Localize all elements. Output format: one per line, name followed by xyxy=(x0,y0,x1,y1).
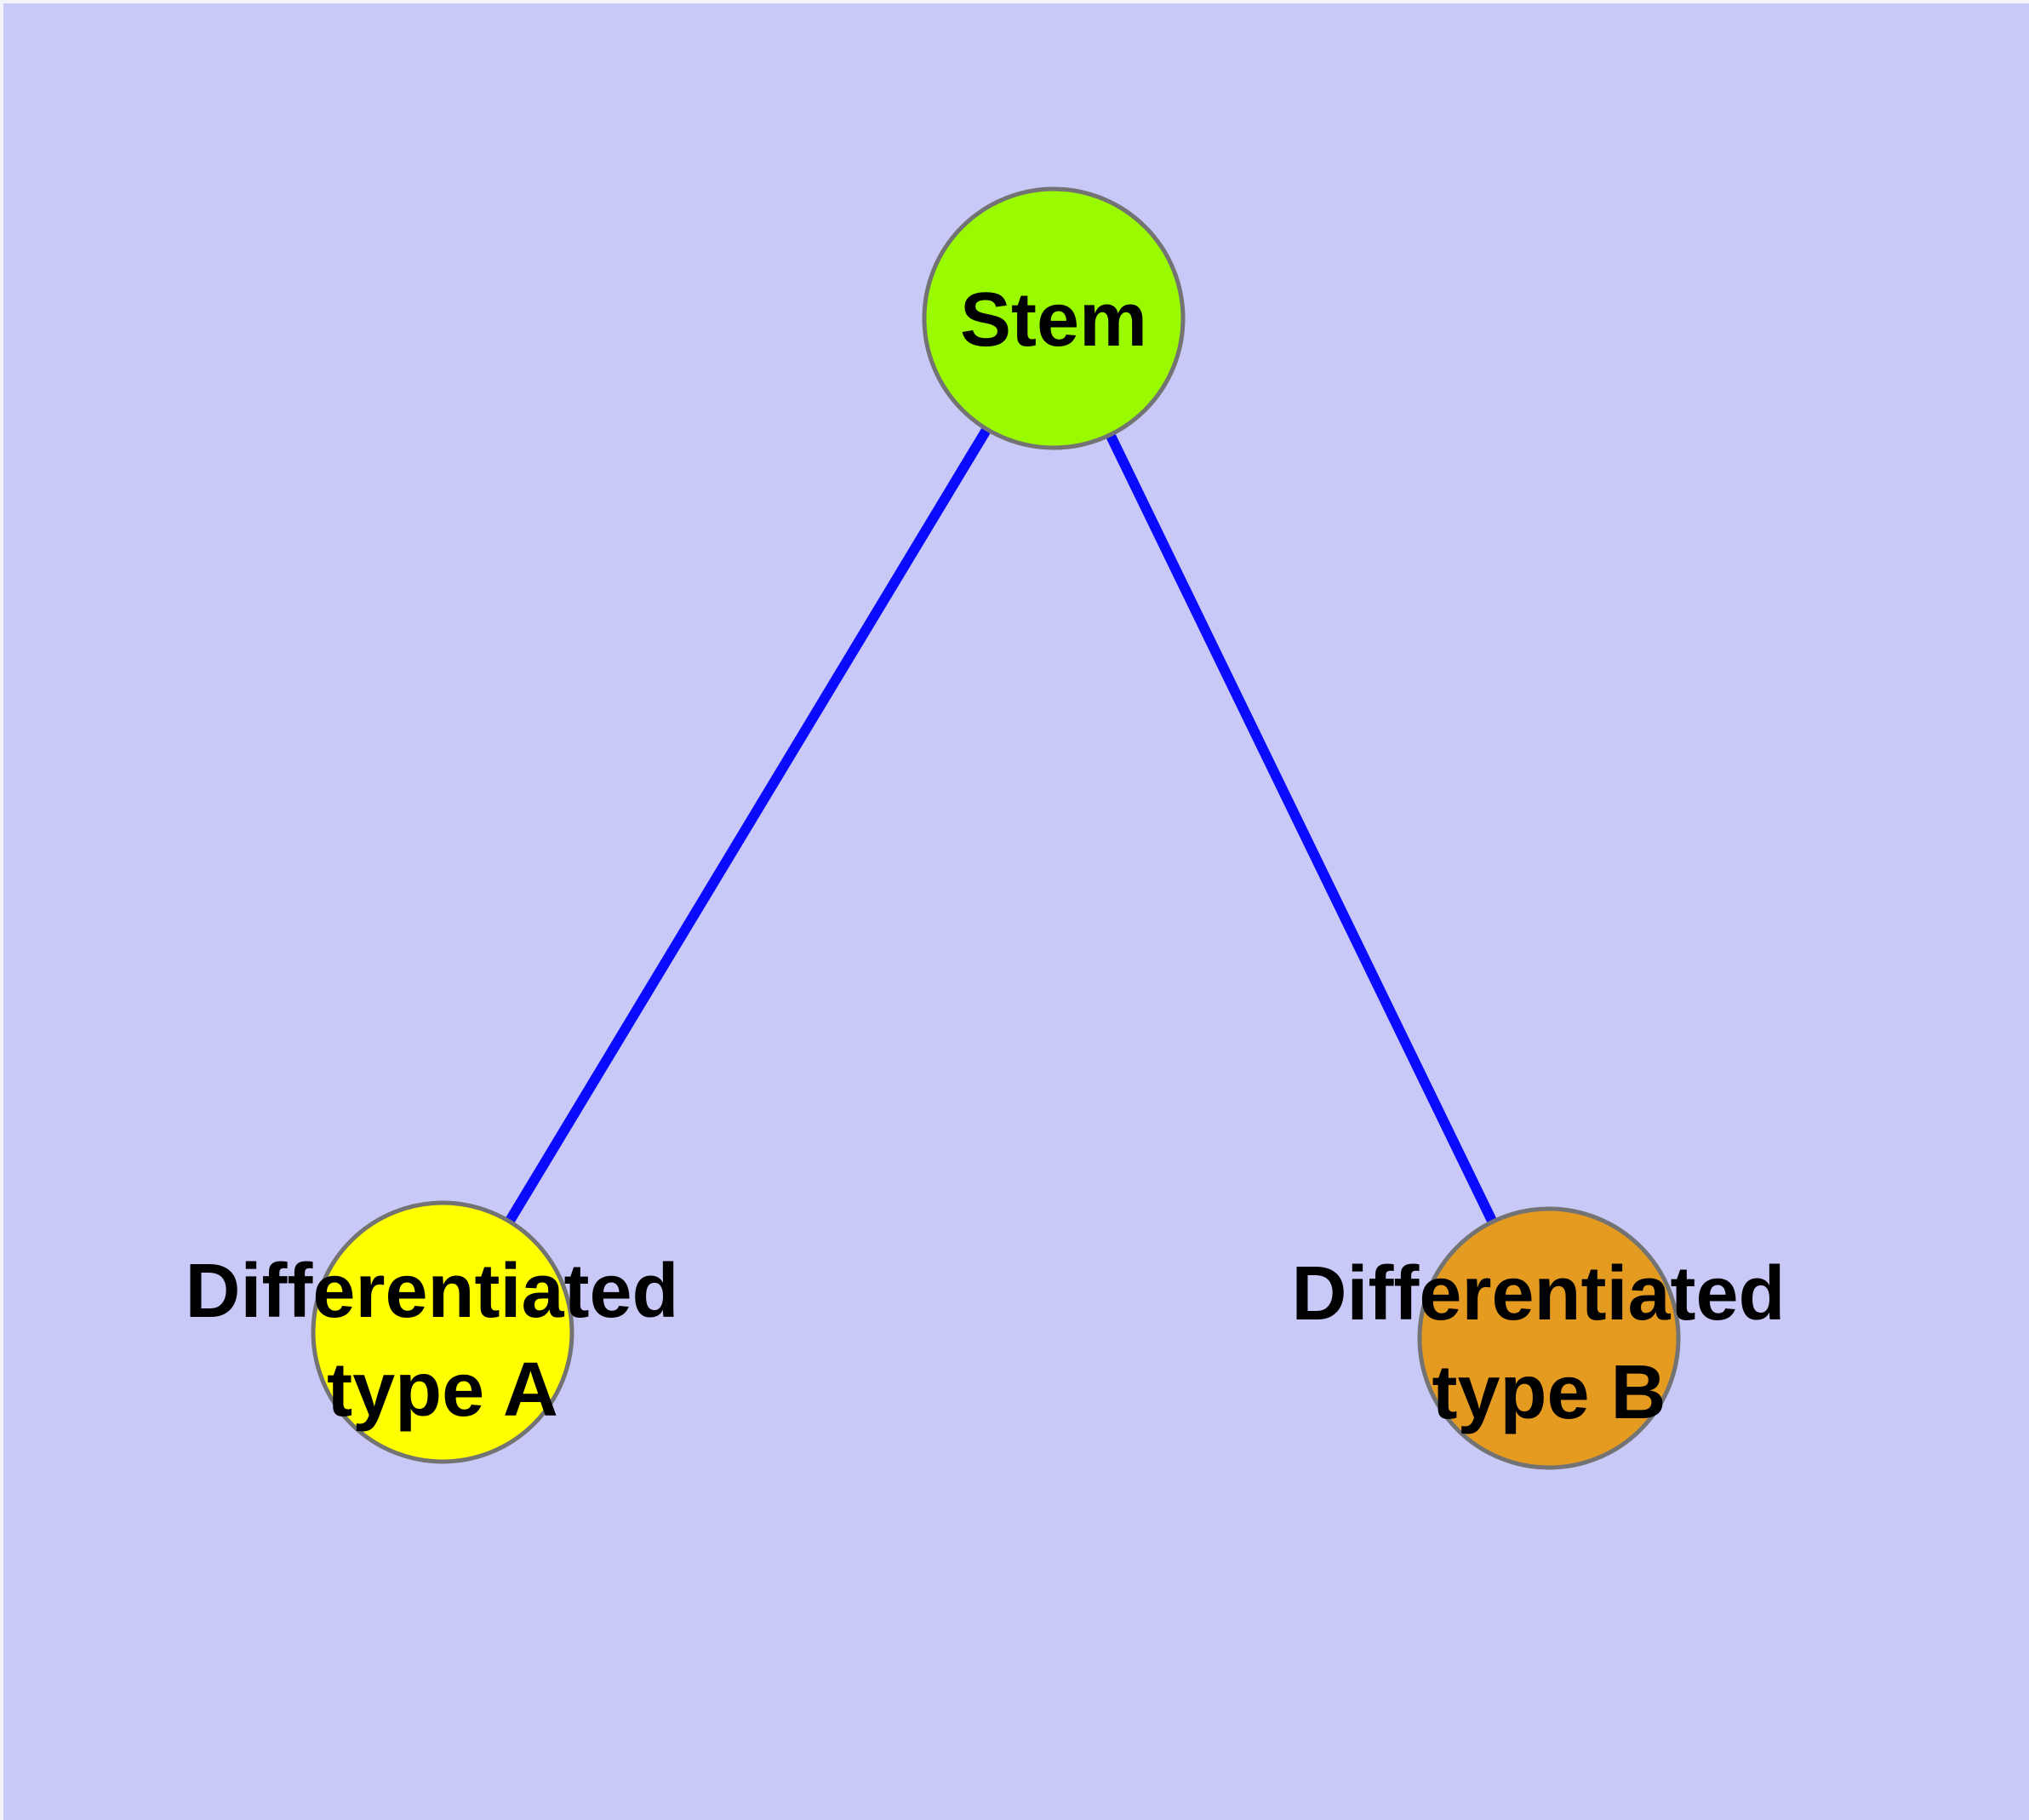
node-stem xyxy=(922,186,1186,450)
node-differentiated-type-a-label-line1: Differentiated xyxy=(185,1249,678,1334)
node-differentiated-type-a xyxy=(311,1200,574,1464)
node-differentiated-type-b-label-line1: Differentiated xyxy=(1291,1251,1785,1336)
node-differentiated-type-b-label-line2: type B xyxy=(1432,1350,1666,1435)
edge-stem-to-differentiated-type-b xyxy=(1049,316,1554,1341)
node-differentiated-type-a-label-line2: type A xyxy=(327,1348,558,1433)
node-differentiated-type-b-label: Differentiated type B xyxy=(1291,1251,1806,1435)
edge-stem-to-differentiated-type-a xyxy=(437,315,1059,1336)
node-stem-label: Stem xyxy=(960,278,1147,363)
node-differentiated-type-b xyxy=(1417,1206,1681,1470)
node-differentiated-type-a-label: Differentiated type A xyxy=(185,1249,700,1433)
